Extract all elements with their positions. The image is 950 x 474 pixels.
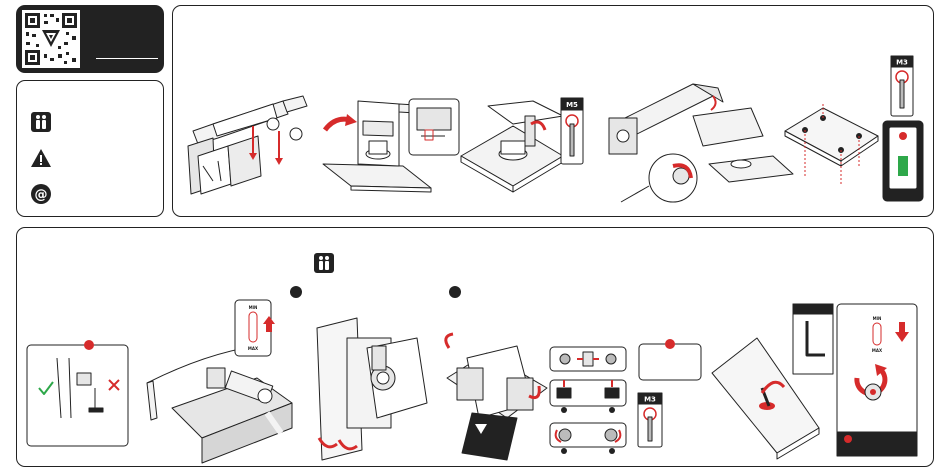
correct-vs-incorrect-box [27, 340, 128, 446]
m3-badge-top: M3 [896, 59, 908, 67]
qr-header-block [16, 5, 164, 73]
m5-screw-illustration [461, 98, 583, 192]
two-persons-icon [31, 112, 51, 132]
vesa-plate-illustration [785, 56, 923, 201]
m3-badge-bottom: M3 [644, 396, 656, 404]
gauge-max-bottom: MAX [872, 348, 882, 353]
legend-panel: @ [16, 80, 164, 217]
gauge-max-top: MAX [248, 346, 258, 351]
header-underline [96, 58, 158, 59]
arm-knob-illustration [609, 84, 793, 202]
gauge-min-bottom: MIN [873, 316, 882, 321]
desk-allen-key-illustration: MIN MAX [712, 304, 917, 459]
adjustment-rows [550, 339, 701, 454]
bottom-illustrations: MIN MAX [17, 228, 935, 468]
qr-code [22, 10, 80, 68]
base-rotate-illustration [323, 99, 459, 192]
warning-icon [30, 148, 52, 168]
monitor-clamp-illustration: MIN MAX [147, 300, 292, 463]
at-icon: @ [31, 184, 51, 204]
m5-badge: M5 [566, 101, 578, 109]
step-marker-b [449, 286, 461, 298]
step-marker-a [290, 286, 302, 298]
clamp-assembly-illustration [188, 96, 307, 194]
installation-steps-top: M5 M3 [172, 5, 934, 217]
vesa-attach-illustration-a [317, 318, 427, 460]
svg-text:@: @ [35, 188, 48, 203]
gauge-min-top: MIN [249, 305, 258, 310]
installation-steps-bottom: MIN MAX [16, 227, 934, 467]
top-illustrations: M5 M3 [173, 6, 935, 218]
vesa-attach-illustration-b [446, 334, 547, 460]
